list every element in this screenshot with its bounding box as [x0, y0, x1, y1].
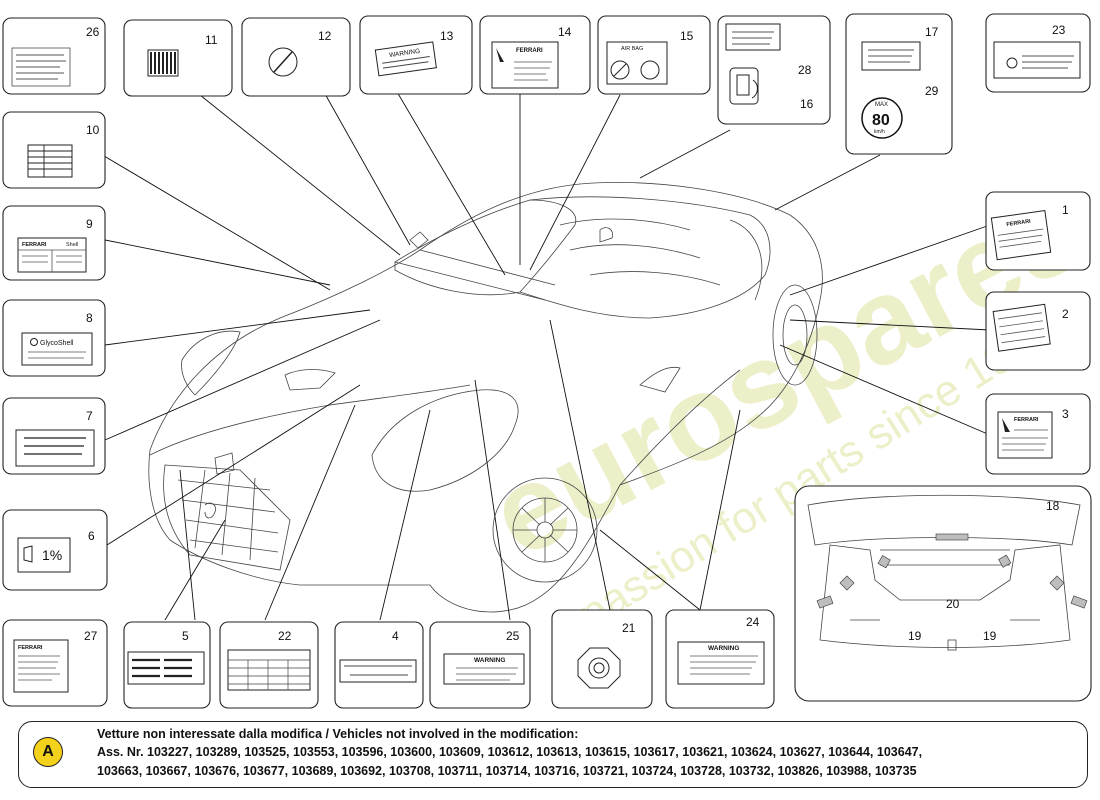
callout-19-right: 19	[983, 629, 997, 643]
callout-3: 3	[1062, 407, 1069, 421]
callout-10: 10	[86, 123, 100, 137]
callout-13: 13	[440, 29, 454, 43]
callout-14: 14	[558, 25, 572, 39]
decal-1-brand: FERRARI	[1006, 219, 1032, 228]
callout-18: 18	[1046, 499, 1060, 513]
callout-25: 25	[506, 629, 520, 643]
callout-22: 22	[278, 629, 292, 643]
decal-29-speed: 80	[872, 112, 890, 129]
decal-14-brand: FERRARI	[516, 48, 543, 54]
decal-13-warning: WARNING	[389, 48, 421, 59]
callout-17: 17	[925, 25, 939, 39]
callout-9: 9	[86, 217, 93, 231]
callout-2: 2	[1062, 307, 1069, 321]
notice-line-1: Ass. Nr. 103227, 103289, 103525, 103553,…	[97, 745, 923, 759]
decal-9-brand: FERRARI	[22, 242, 47, 248]
callout-19-left: 19	[908, 629, 922, 643]
decal-8-glycoshell: GlycoShell	[40, 340, 74, 347]
callout-26: 26	[86, 25, 100, 39]
decal-29-kmh: km/h	[874, 129, 885, 135]
decal-9-shell: Shell	[66, 242, 78, 248]
leader-lines	[93, 79, 1076, 631]
callout-27: 27	[84, 629, 98, 643]
callout-4: 4	[392, 629, 399, 643]
callout-21: 21	[622, 621, 636, 635]
label-boxes: 26 11 12 13 WARNING 14 FERRARI 15 AIR	[2, 13, 1092, 709]
callout-16: 16	[800, 97, 814, 111]
decal-6-percent: 1%	[42, 547, 62, 563]
decal-3-brand: FERRARI	[1014, 417, 1039, 423]
callout-28: 28	[798, 63, 812, 77]
callout-6: 6	[88, 529, 95, 543]
car-illustration	[148, 182, 823, 613]
notice-title: Vetture non interessate dalla modifica /…	[97, 727, 579, 741]
callout-23: 23	[1052, 23, 1066, 37]
callout-24: 24	[746, 615, 760, 629]
notice-line-2: 103663, 103667, 103676, 103677, 103689, …	[97, 764, 917, 778]
callout-20: 20	[946, 597, 960, 611]
callout-7: 7	[86, 409, 93, 423]
decal-29-max: MAX	[875, 102, 888, 108]
decal-24-warning: WARNING	[708, 645, 739, 652]
callout-11: 11	[205, 33, 218, 47]
callout-12: 12	[318, 29, 332, 43]
notice-badge: A	[33, 737, 63, 767]
trunk-box	[794, 485, 1092, 702]
decal-15-airbag: AIR BAG	[621, 46, 643, 52]
callout-8: 8	[86, 311, 93, 325]
callout-5: 5	[182, 629, 189, 643]
callout-29: 29	[925, 84, 939, 98]
decal-27-brand: FERRARI	[18, 645, 43, 651]
notice-panel: A Vetture non interessate dalla modifica…	[18, 721, 1088, 788]
callout-15: 15	[680, 29, 694, 43]
callout-1: 1	[1062, 203, 1069, 217]
decal-25-warning: WARNING	[474, 657, 505, 664]
